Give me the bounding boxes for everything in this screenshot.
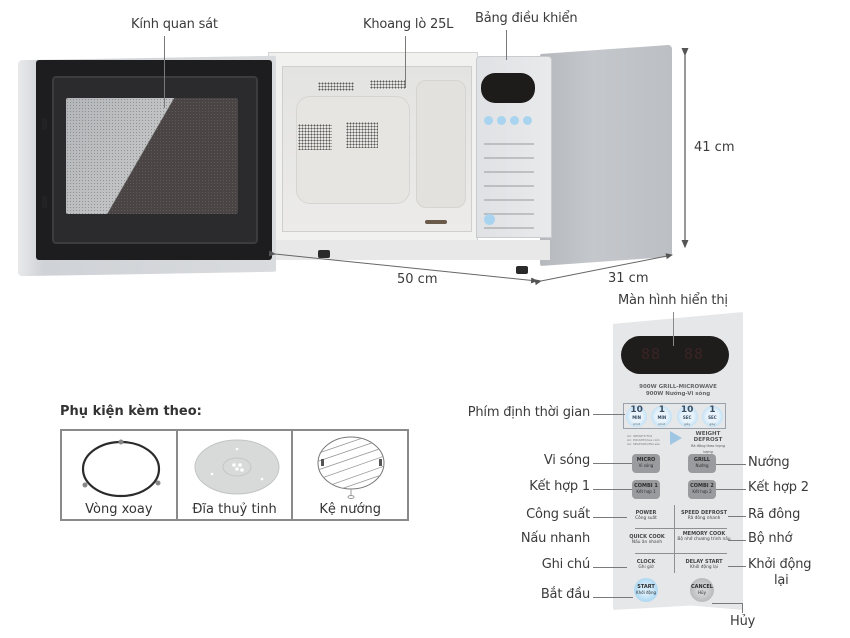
- callout-delay-start-line2: lại: [774, 573, 789, 588]
- speed-defrost-button[interactable]: SPEED DEFROST Rã đông nhanh: [680, 510, 728, 521]
- leader-cancel-h: [712, 603, 742, 604]
- display-digits-left: 88: [641, 345, 662, 363]
- door-latch-top: [42, 118, 47, 130]
- panel-divider-vertical: [674, 505, 675, 573]
- leader-display: [673, 312, 674, 346]
- accessory-label: Đĩa thuỷ tinh: [192, 502, 277, 517]
- callout-clock: Ghi chú: [541, 557, 590, 572]
- leader-grill: [716, 464, 746, 465]
- leader-power: [593, 517, 627, 518]
- delay-start-button[interactable]: DELAY START Khởi động lại: [685, 559, 723, 570]
- leader-combi-2: [716, 489, 746, 490]
- timer-keys-group: 10 MIN phút 1 MIN phút 10 SEC giây 1 SEC…: [623, 403, 726, 429]
- small-display: [481, 73, 535, 103]
- leader-timer-keys: [593, 414, 625, 415]
- label-cavity: Khoang lò 25L: [363, 17, 454, 32]
- viewing-window: [66, 98, 238, 214]
- callout-combi-1: Kết hợp 1: [529, 479, 590, 494]
- callout-power: Công suất: [526, 507, 590, 522]
- accessory-label: Vòng xoay: [85, 502, 153, 517]
- grill-rack-icon: [317, 436, 385, 499]
- dimension-width: 50 cm: [397, 272, 438, 287]
- turntable-coupler: [425, 220, 447, 224]
- panel-divider-1: [635, 528, 727, 529]
- accessory-roller-ring: Vòng xoay: [62, 431, 178, 519]
- glass-turntable-icon: [194, 439, 280, 495]
- leader-micro: [593, 463, 632, 464]
- vent-back-right: [346, 122, 378, 148]
- leader-memory-cook: [728, 540, 746, 541]
- callout-timer-keys: Phím định thời gian: [467, 405, 590, 420]
- weight-defrost-button[interactable]: WEIGHT DEFROST Rã đông theo trọng lượng: [691, 431, 725, 454]
- callout-delay-start-line1: Khởi động: [748, 557, 812, 572]
- quick-cook-button[interactable]: QUICK COOK Nấu ăn nhanh: [629, 534, 665, 545]
- leader-start: [593, 597, 633, 598]
- door-latch-bottom: [42, 196, 47, 208]
- label-viewing-window: Kính quan sát: [131, 17, 218, 32]
- clock-button[interactable]: CLOCK Ghi giờ: [636, 559, 656, 570]
- callout-quick-cook: Nấu nhanh: [520, 531, 590, 546]
- leader-cavity: [405, 36, 406, 88]
- memory-cook-button[interactable]: MEMORY COOK Bộ nhớ chương trình nấu: [677, 531, 731, 542]
- vent-top-right: [370, 80, 406, 89]
- leader-viewing-window: [164, 36, 165, 108]
- weight-defrost-arrow-icon: [670, 431, 682, 445]
- timer-key-10-min[interactable]: 10 MIN phút: [626, 405, 648, 427]
- micro-button[interactable]: MICRO Vi sóng: [632, 454, 660, 473]
- timer-key-1-sec[interactable]: 1 SEC giây: [701, 405, 723, 427]
- accessory-label: Kệ nướng: [319, 502, 381, 517]
- dimension-arrows: [268, 47, 689, 286]
- leader-cancel-v: [742, 603, 743, 613]
- display-screen: [621, 336, 729, 374]
- vent-back-left: [298, 124, 332, 150]
- callout-micro: Vi sóng: [543, 453, 590, 468]
- cavity-back-wall: [296, 96, 410, 204]
- power-button[interactable]: POWER Công suất: [635, 510, 657, 521]
- timer-key-1-min[interactable]: 1 MIN phút: [651, 405, 673, 427]
- cancel-button[interactable]: CANCEL Hủy: [690, 578, 714, 602]
- accessory-grill-rack: Kệ nướng: [293, 431, 407, 519]
- leader-delay-start: [728, 566, 746, 567]
- dimension-depth: 31 cm: [608, 271, 649, 286]
- accessories-table: Vòng xoay Đĩa thuỷ tinh: [60, 429, 409, 521]
- accessories-title: Phụ kiện kèm theo:: [60, 404, 202, 419]
- combi-2-button[interactable]: COMBI 2 Kết hợp 2: [688, 480, 716, 499]
- accessory-glass-turntable: Đĩa thuỷ tinh: [178, 431, 294, 519]
- small-timer-keys: [484, 116, 532, 126]
- leader-clock: [593, 567, 627, 568]
- callout-speed-defrost: Rã đông: [748, 507, 801, 522]
- cavity-side-wall: [416, 80, 466, 208]
- callout-combi-2: Kết hợp 2: [748, 480, 809, 495]
- panel-divider-2: [635, 553, 727, 554]
- callout-start: Bắt đầu: [540, 587, 590, 602]
- small-start-button: [484, 214, 495, 225]
- weight-defrost-notes: Arr. WEIGHT/Thịt Arr. POULTRY/Gia cầm Ar…: [627, 434, 660, 446]
- label-control-panel: Bảng điều khiển: [475, 11, 578, 26]
- leader-control-panel: [506, 30, 507, 60]
- model-text: 900W GRILL-MICROWAVE 900W Nướng-Vi sóng: [639, 384, 717, 397]
- display-digits-right: 88: [684, 345, 705, 363]
- grill-button[interactable]: GRILL Nướng: [688, 454, 716, 473]
- callout-cancel: Hủy: [730, 614, 756, 629]
- leader-combi-1: [593, 489, 632, 490]
- leader-speed-defrost: [728, 516, 746, 517]
- label-display: Màn hình hiển thị: [618, 293, 728, 308]
- combi-1-button[interactable]: COMBI 1 Kết hợp 1: [632, 480, 660, 499]
- callout-memory-cook: Bộ nhớ: [748, 531, 793, 546]
- callout-grill: Nướng: [748, 455, 790, 470]
- start-button[interactable]: START Khởi động: [634, 578, 658, 602]
- dimension-height: 41 cm: [694, 140, 735, 155]
- vent-top-left: [318, 82, 354, 91]
- timer-key-10-sec[interactable]: 10 SEC giây: [676, 405, 698, 427]
- roller-ring-icon: [81, 439, 161, 498]
